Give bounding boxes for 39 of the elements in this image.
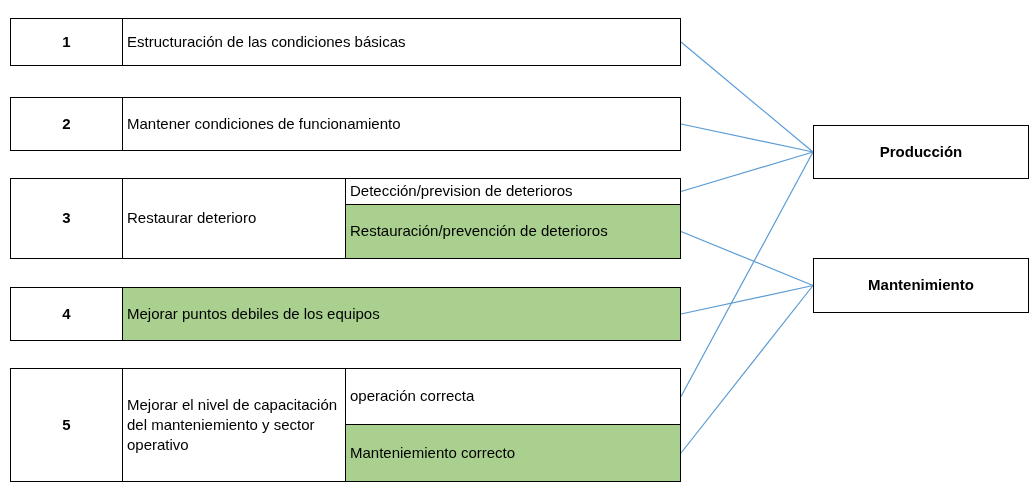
- step-text: Detección/prevision de deterioros: [350, 181, 573, 202]
- table-cell: [10, 287, 123, 341]
- connector-line: [680, 41, 814, 153]
- step-text: Restauración/prevención de deterioros: [350, 221, 608, 242]
- step-number: 3: [62, 208, 71, 229]
- table-cell: [345, 178, 681, 205]
- step-text: Estructuración de las condiciones básicas: [127, 31, 406, 52]
- table-cell: [10, 178, 123, 259]
- table-cell: [122, 287, 681, 341]
- table-cell: [10, 368, 123, 482]
- department-box: [813, 125, 1029, 179]
- step-number: 5: [62, 414, 71, 435]
- connector-line: [680, 230, 814, 287]
- step-number: 4: [62, 303, 71, 324]
- connector-line: [680, 151, 814, 193]
- connector-line: [680, 151, 814, 398]
- connector-line: [680, 284, 814, 454]
- department-name: Producción: [879, 141, 963, 162]
- table-cell: [345, 424, 681, 482]
- table-cell: [10, 18, 123, 66]
- connector-line: [680, 284, 814, 315]
- table-cell: [10, 97, 123, 151]
- table-cell: [122, 18, 681, 66]
- step-number: 1: [62, 31, 71, 52]
- table-cell: [345, 368, 681, 425]
- step-text: Mejorar puntos debiles de los equipos: [127, 303, 380, 324]
- step-text: Mejorar el nivel de capacitación del manteniemiento y sector operativo: [127, 394, 339, 456]
- step-text: Mantener condiciones de funcionamiento: [127, 113, 401, 134]
- table-cell: [122, 97, 681, 151]
- step-number: 2: [62, 113, 71, 134]
- step-text: Manteniemiento correcto: [350, 442, 516, 463]
- table-cell: [122, 178, 346, 259]
- department-name: Mantenimiento: [868, 275, 974, 296]
- table-cell: [345, 204, 681, 259]
- step-text: operación correcta: [350, 386, 475, 407]
- step-text: Restaurar deterioro: [127, 208, 257, 229]
- connector-line: [680, 123, 814, 153]
- table-cell: [122, 368, 346, 482]
- department-box: [813, 258, 1029, 313]
